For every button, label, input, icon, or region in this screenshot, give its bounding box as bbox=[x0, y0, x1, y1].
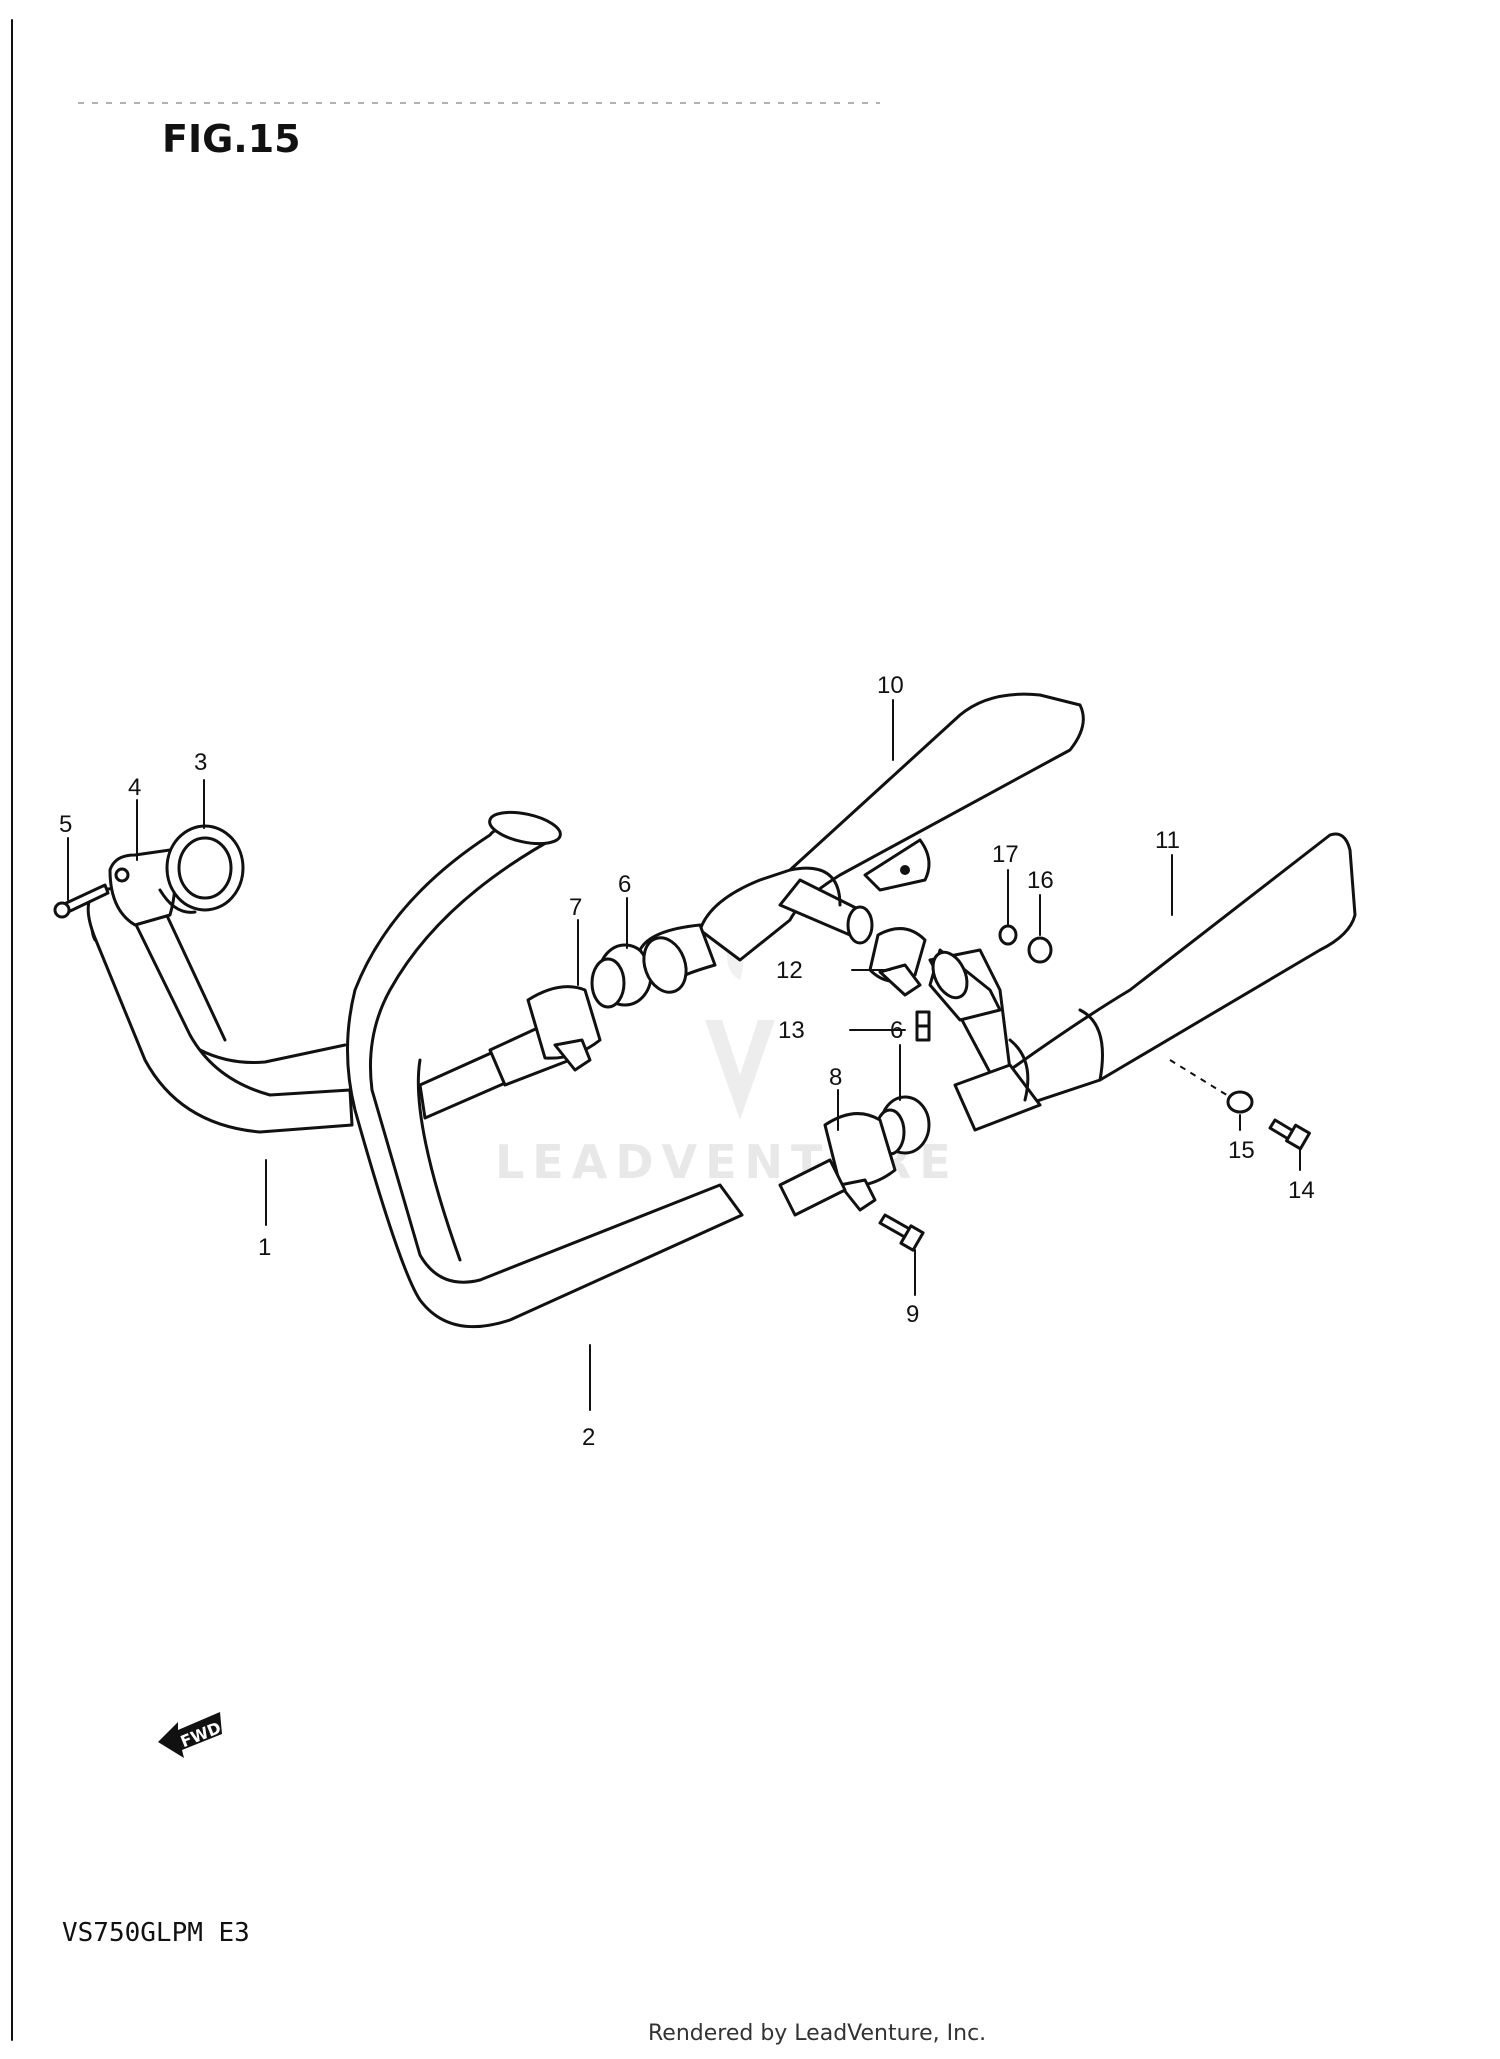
figure-title: FIG.15 bbox=[162, 117, 301, 161]
nut-17 bbox=[998, 924, 1018, 946]
bolt-9 bbox=[878, 1213, 925, 1252]
model-code: VS750GLPM E3 bbox=[62, 1918, 250, 1948]
bolt-13 bbox=[915, 1010, 931, 1042]
callout-9: 9 bbox=[906, 1301, 919, 1328]
callout-1: 1 bbox=[258, 1234, 271, 1261]
callout-16: 16 bbox=[1027, 867, 1054, 894]
exhaust-pipe-front bbox=[86, 886, 354, 1134]
gasket-upper-inner bbox=[590, 957, 626, 1009]
bolt-5 bbox=[53, 883, 110, 919]
callouts: 1 2 3 4 5 6 6 7 8 9 10 11 12 13 14 15 16… bbox=[59, 672, 1315, 1451]
callout-11: 11 bbox=[1155, 827, 1180, 854]
callout-6-lower: 6 bbox=[890, 1017, 903, 1044]
callout-4: 4 bbox=[128, 774, 141, 801]
bolt-14 bbox=[1268, 1118, 1311, 1151]
muffler-upper bbox=[638, 692, 1085, 994]
callout-5: 5 bbox=[59, 811, 72, 838]
callout-15: 15 bbox=[1228, 1137, 1255, 1164]
callout-10: 10 bbox=[877, 672, 904, 699]
forward-arrow-icon: FWD bbox=[158, 1712, 224, 1758]
clamp-lower bbox=[778, 1112, 897, 1217]
washer-16 bbox=[1027, 936, 1053, 964]
callout-13: 13 bbox=[778, 1017, 805, 1044]
clamp-upper bbox=[526, 985, 602, 1072]
callout-7: 7 bbox=[569, 894, 582, 921]
flange-and-gasket bbox=[108, 824, 245, 927]
callout-2: 2 bbox=[582, 1424, 595, 1451]
callout-8: 8 bbox=[829, 1064, 842, 1091]
callout-17: 17 bbox=[992, 841, 1019, 868]
callout-6-upper: 6 bbox=[618, 871, 631, 898]
render-credit: Rendered by LeadVenture, Inc. bbox=[648, 2021, 986, 2046]
exhaust-pipe-rear bbox=[346, 810, 744, 1329]
muffler-lower bbox=[928, 832, 1357, 1132]
washer-15 bbox=[1226, 1090, 1254, 1114]
callout-12: 12 bbox=[776, 957, 803, 984]
callout-3: 3 bbox=[194, 749, 207, 776]
leader-lines bbox=[67, 699, 1301, 1411]
callout-14: 14 bbox=[1288, 1177, 1315, 1204]
clamp-middle bbox=[868, 927, 927, 997]
